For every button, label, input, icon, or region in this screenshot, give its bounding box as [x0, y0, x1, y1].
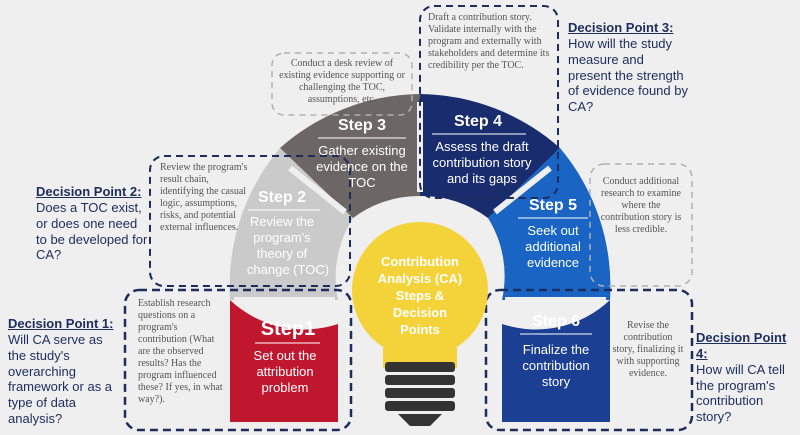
- step5-segment: [488, 148, 611, 300]
- separator-arrow-2-3: [288, 165, 347, 215]
- step1-line1: Set out the: [254, 348, 317, 363]
- step6-dashed-box: [484, 288, 694, 432]
- step2-dashed-box: [149, 155, 351, 287]
- decision-point-2-title: Decision Point 2:: [36, 184, 142, 199]
- step2-line4: change (TOC): [247, 262, 329, 277]
- decision-point-1: Decision Point 1: Will CA serve as the s…: [8, 316, 122, 427]
- step2-line1: Review the: [250, 214, 314, 229]
- step2-description: Review the program's result chain, ident…: [160, 162, 248, 233]
- decision-point-1-title: Decision Point 1:: [8, 316, 114, 331]
- step1-line3: problem: [262, 380, 309, 395]
- bulb-glass: [352, 222, 488, 358]
- step3-line1: Gather existing: [318, 143, 405, 158]
- step1-segment: [230, 300, 338, 422]
- step2-title: Step 2: [258, 189, 306, 206]
- decision-point-2: Decision Point 2: Does a TOC exist, or d…: [36, 184, 148, 263]
- center-title-line2: Analysis (CA): [378, 271, 463, 286]
- decision-point-4-title: Decision Point 4:: [696, 330, 787, 361]
- decision-point-1-question: Will CA serve as the study's overarching…: [8, 331, 113, 427]
- decision-point-3-question: How will the study measure and present t…: [568, 35, 688, 115]
- step4-title: Step 4: [454, 113, 502, 130]
- center-title-line5: Points: [400, 322, 440, 337]
- decision-point-4: Decision Point 4: How will CA tell the p…: [696, 330, 798, 425]
- step3-description: Conduct a desk review of existing eviden…: [279, 58, 405, 105]
- step6-line3: story: [542, 374, 571, 389]
- step6-description: Revise the contribution story, finalizin…: [612, 320, 684, 379]
- step2-line3: theory of: [257, 246, 308, 261]
- step3-line3: TOC: [348, 175, 375, 190]
- lightbulb: [352, 222, 488, 426]
- step4-dashed-box: [419, 5, 559, 199]
- step1-title: Step1: [261, 318, 315, 340]
- decision-point-2-question: Does a TOC exist, or does one need to be…: [36, 199, 148, 263]
- step3-title: Step 3: [338, 117, 386, 134]
- step6-line2: contribution: [522, 358, 589, 373]
- decision-point-4-question: How will CA tell the program's contribut…: [696, 361, 785, 425]
- step4-line3: and its gaps: [447, 171, 518, 186]
- step1-description: Establish research questions on a progra…: [138, 298, 223, 405]
- center-title-line3: Steps &: [396, 288, 444, 303]
- step4-description: Draft a contribution story. Validate int…: [428, 12, 550, 71]
- step6-line1: Finalize the: [523, 342, 589, 357]
- bulb-base-4: [385, 401, 455, 411]
- step2-line2: program's: [253, 230, 311, 245]
- step4-segment: [420, 94, 560, 218]
- step5-line1: Seek out: [527, 223, 579, 238]
- step6-title: Step 6: [532, 313, 580, 330]
- step2-segment: [229, 148, 353, 300]
- step6-segment: [502, 300, 610, 422]
- step5-dashed-box: [589, 163, 693, 287]
- step5-title: Step 5: [529, 197, 577, 214]
- center-title-line1: Contribution: [381, 254, 459, 269]
- step5-description: Conduct additional research to examine w…: [600, 176, 682, 235]
- step1-dashed-box: [123, 288, 353, 432]
- step1-line2: attribution: [256, 364, 313, 379]
- step3-line2: evidence on the: [316, 159, 408, 174]
- decision-point-3-title: Decision Point 3:: [568, 20, 674, 35]
- separator-arrow-4-5: [493, 165, 552, 215]
- center-title-line4: Decision: [393, 305, 447, 320]
- decision-point-3: Decision Point 3: How will the study mea…: [568, 20, 688, 115]
- bulb-base-1: [385, 362, 455, 372]
- step5-line3: evidence: [527, 255, 579, 270]
- bulb-base-2: [385, 375, 455, 385]
- step4-line2: contribution story: [433, 155, 532, 170]
- step4-line1: Assess the draft: [435, 139, 529, 154]
- step3-dashed-box: [271, 52, 413, 116]
- bulb-base-3: [385, 388, 455, 398]
- step3-segment: [280, 94, 420, 218]
- step5-line2: additional: [525, 239, 581, 254]
- bulb-tip: [398, 414, 442, 426]
